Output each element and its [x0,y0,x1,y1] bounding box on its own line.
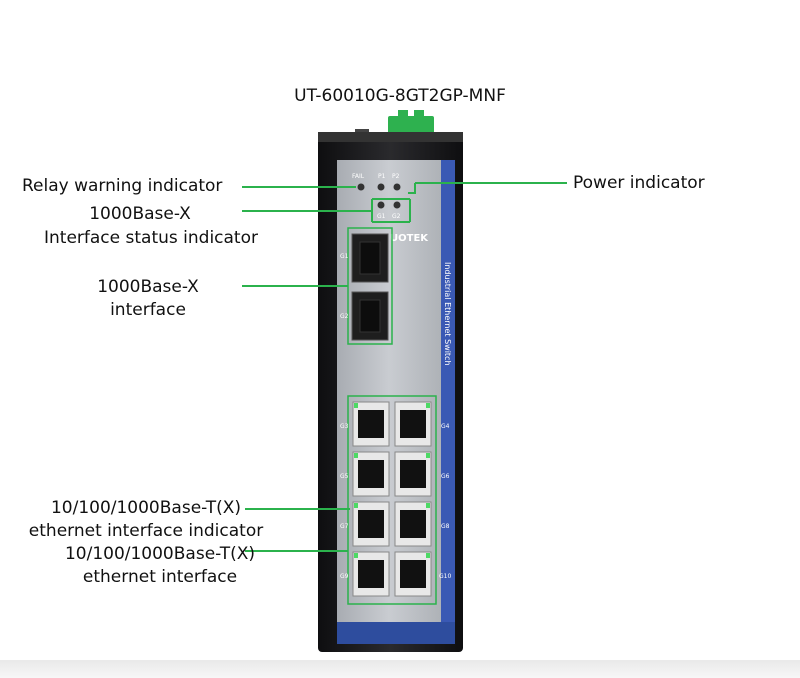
port-led-green [426,553,430,558]
sfp-port-g1-cage [359,241,381,275]
rj45-socket [358,460,384,488]
led-label-fail: FAIL [352,173,365,180]
floor-shadow [0,660,800,678]
rj45-socket [400,560,426,588]
label-eth-line2: ethernet interface [82,567,238,587]
label-eth-line1: 10/100/1000Base-T(X) [64,544,256,564]
port-led-green [426,453,430,458]
p1-led [377,183,385,191]
label-relay-warning: Relay warning indicator [22,176,223,196]
callout-power-bracket [408,183,416,194]
port-led-green [354,453,358,458]
port-label-g7: G7 [340,523,349,530]
terminal-slot [398,110,408,120]
rj45-socket [400,460,426,488]
port-led-green [426,503,430,508]
brand-logo: UOTEK [390,233,429,244]
g2-status-led [393,201,401,209]
label-eth-ind-line2: ethernet interface indicator [28,521,264,541]
label-status-indicator-line2: Interface status indicator [44,228,258,248]
label-eth-interface: 10/100/1000Base-T(X) ethernet interface [32,543,288,589]
rj45-socket [358,510,384,538]
port-led-green [426,403,430,408]
port-label-g8: G8 [441,523,450,530]
rj45-socket [400,510,426,538]
sfp-port-g2-cage [359,299,381,333]
label-fiber-interface: 1000Base-X interface [48,276,248,322]
label-fiber-line2: interface [110,300,186,320]
led-label-g2: G2 [392,213,401,220]
sfp-label-g1: G1 [340,253,349,260]
label-status-indicator: 1000Base-X [40,203,240,226]
rj45-highlight-box [347,395,437,605]
label-power-indicator: Power indicator [573,173,705,193]
port-label-g6: G6 [441,473,450,480]
label-eth-ind-line1: 10/100/1000Base-T(X) [50,498,242,518]
port-led-green [354,553,358,558]
side-text: Industrial Ethernet Switch [443,262,452,366]
port-label-g3: G3 [340,423,349,430]
sfp-label-g2: G2 [340,313,349,320]
led-label-p2: P2 [392,173,400,180]
rj45-socket [358,560,384,588]
panel-bottom-band [337,622,455,644]
fail-led [357,183,365,191]
terminal-slot [414,110,424,120]
product-model-title: UT-60010G-8GT2GP-MNF [294,86,506,106]
device-top-edge [318,132,463,142]
label-status-line1: 1000Base-X [89,204,191,224]
label-fiber-line1: 1000Base-X [97,277,199,297]
led-label-g1: G1 [377,213,386,220]
p2-led [393,183,401,191]
rj45-socket [400,410,426,438]
rj45-port-grid [352,401,432,597]
port-label-g5: G5 [340,473,349,480]
port-label-g10: G10 [439,573,451,580]
port-led-green [354,403,358,408]
led-label-p1: P1 [378,173,386,180]
port-label-g4: G4 [441,423,450,430]
rj45-socket [358,410,384,438]
g1-status-led [377,201,385,209]
label-eth-indicator: 10/100/1000Base-T(X) ethernet interface … [18,497,274,543]
port-label-g9: G9 [340,573,349,580]
accent-stripe [441,160,455,644]
port-led-green [354,503,358,508]
